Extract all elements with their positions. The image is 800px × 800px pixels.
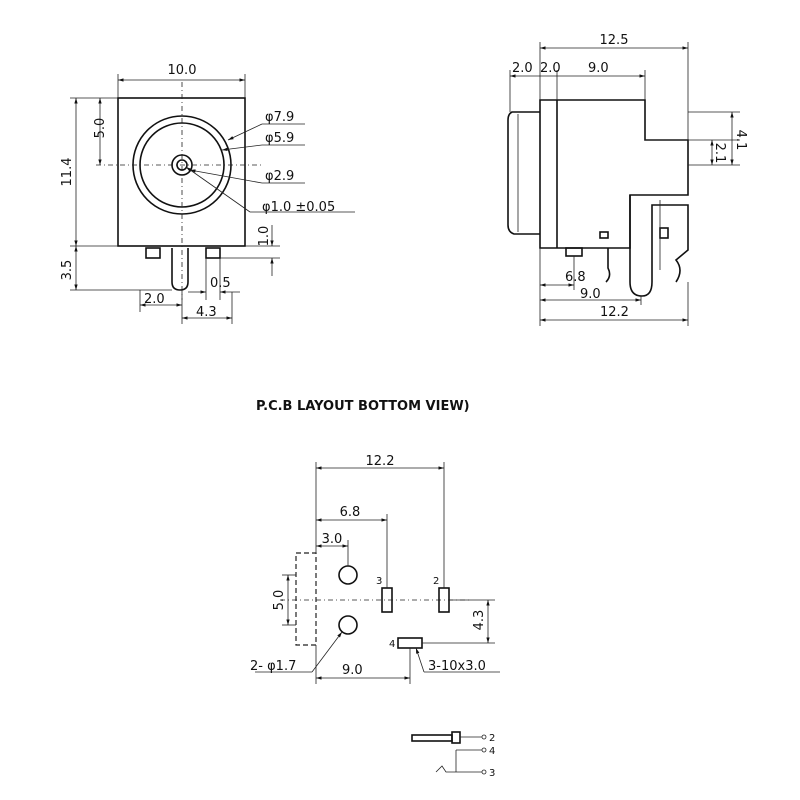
- pcb-hole-bottom: [338, 615, 358, 635]
- pcb-layout: 3 2 4 12.2 6.8 3.0 5.0 4.3 2- φ1.7: [250, 454, 500, 684]
- schematic-pin-2: 2: [489, 733, 495, 744]
- front-body-outline: [117, 97, 246, 247]
- dim-pin-length-label: 3.5: [60, 260, 75, 281]
- front-pin-right: [205, 247, 221, 259]
- pcb-hole-top: [338, 565, 358, 585]
- front-pin-left: [145, 247, 161, 259]
- pcb-hole-dia-label: 2- φ1.7: [250, 659, 296, 674]
- pcb-pin-label-4: 4: [389, 639, 395, 650]
- pcb-layout-title: P.C.B LAYOUT BOTTOM VIEW): [256, 399, 470, 414]
- side-body-outline: [539, 99, 689, 249]
- pcb-mid-label: 6.8: [340, 505, 361, 520]
- dim-pin-offset-label: 2.0: [144, 292, 165, 307]
- dim-seg-a-label: 2.0: [512, 61, 533, 76]
- dim-width-label: 10.0: [168, 63, 197, 78]
- side-view: 12.5 2.0 2.0 9.0 4.1 2.1 6.8 9.0 12.2: [507, 33, 748, 326]
- dia-outer-label: φ7.9: [265, 110, 294, 125]
- pcb-near-label: 3.0: [322, 532, 343, 547]
- dim-seg-b-label: 2.0: [540, 61, 561, 76]
- pcb-slot-offset-label: 9.0: [342, 663, 363, 678]
- dia-ring-label: φ5.9: [265, 131, 294, 146]
- dim-pin-height-label: 1.0: [257, 226, 272, 247]
- dim-height-label: 11.4: [60, 158, 75, 187]
- front-center-pin: [171, 248, 189, 291]
- dim-step-inner-label: 2.1: [712, 143, 727, 164]
- dim-pin-a-label: 6.8: [565, 270, 586, 285]
- schematic-pin-4: 4: [489, 746, 495, 757]
- side-rear-terminal: [629, 195, 689, 297]
- side-flange: [507, 111, 540, 235]
- dim-pin-b-label: 9.0: [580, 287, 601, 302]
- pcb-slot-4: [397, 637, 423, 649]
- pcb-offset-label: 4.3: [472, 610, 487, 631]
- pcb-body-outline: [295, 552, 317, 646]
- dim-total-length-label: 12.5: [600, 33, 629, 48]
- jack-schematic-symbol: 2 4 3: [411, 731, 495, 779]
- schematic-pin-3: 3: [489, 768, 495, 779]
- dia-pin-label: φ1.0 ±0.05: [262, 200, 335, 215]
- dim-pin-thickness-label: 0.5: [210, 276, 231, 291]
- dim-step-height-label: 4.1: [733, 130, 748, 151]
- pcb-hole-spacing-label: 5.0: [272, 590, 287, 611]
- dim-pin-spacing-label: 4.3: [196, 305, 217, 320]
- pcb-total-label: 12.2: [366, 454, 395, 469]
- pin-3-terminal: [481, 769, 487, 775]
- dim-center-label: 5.0: [93, 118, 108, 139]
- front-view: 10.0 11.4 5.0 3.5 φ7.9 φ5.9 φ2.9 φ1.0 ±0…: [60, 63, 355, 324]
- dim-pin-c-label: 12.2: [600, 305, 629, 320]
- pcb-pin-label-3: 3: [376, 576, 382, 587]
- dim-seg-c-label: 9.0: [588, 61, 609, 76]
- pin-2-terminal: [481, 734, 487, 740]
- dia-hole-label: φ2.9: [265, 169, 294, 184]
- pcb-pin-label-2: 2: [433, 576, 439, 587]
- pcb-slot-size-label: 3-10x3.0: [428, 659, 486, 674]
